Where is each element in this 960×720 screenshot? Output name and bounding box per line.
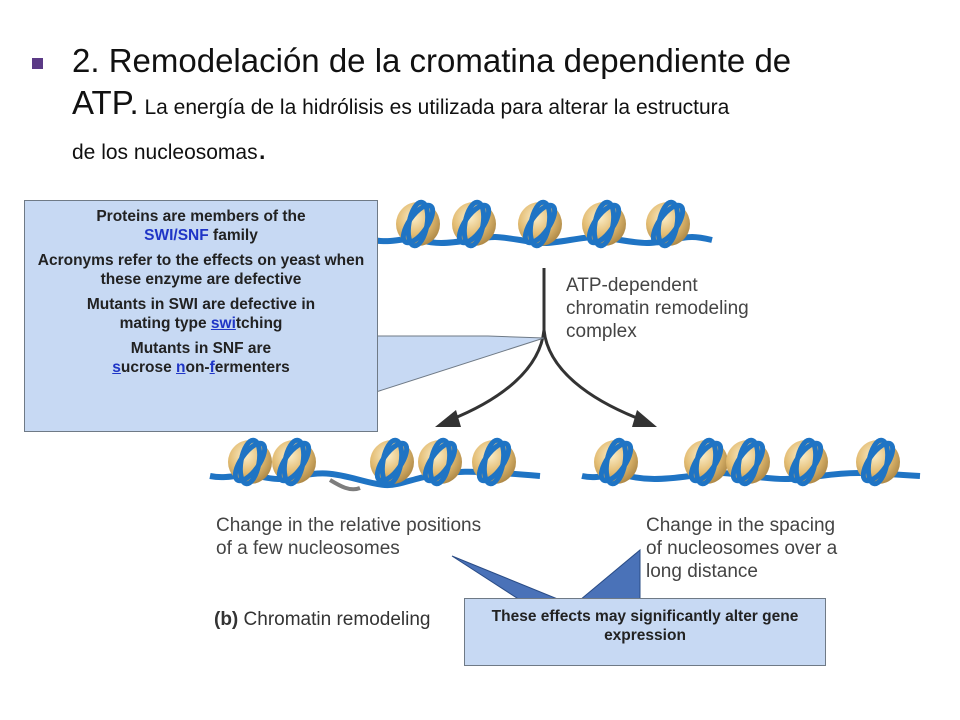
nucleosome <box>594 437 638 487</box>
text-fragment: mating type <box>119 315 211 332</box>
left-arrow-head <box>435 410 461 427</box>
heading-part1: 2. Remodelación de la cromatina dependie… <box>72 42 792 79</box>
right-caption: Change in the spacing of nucleosomes ove… <box>646 515 838 582</box>
dna-strand <box>328 478 361 492</box>
snf-f: f <box>209 359 215 376</box>
left-caption: Change in the relative positions of a fe… <box>216 515 482 559</box>
left-callout-pointer <box>375 335 545 393</box>
remodeling-arrows <box>449 268 643 422</box>
snf-n: n <box>176 359 186 376</box>
callout-line: Acronyms refer to the effects on yeast w… <box>37 252 365 288</box>
panel-title: Chromatin remodeling <box>243 609 431 630</box>
nucleosome <box>856 437 900 487</box>
text-fragment: tching <box>235 315 283 332</box>
heading-part2: ATP. <box>72 84 139 121</box>
text-fragment: ucrose <box>120 359 177 376</box>
panel-caption: (b) Chromatin remodeling <box>214 608 430 631</box>
swi-highlight: swi <box>210 315 236 332</box>
right-arrow-head <box>632 410 657 427</box>
callout-text: These effects may significantly alter ge… <box>491 608 799 644</box>
nucleosome <box>784 437 828 487</box>
callout-line: SWI/SNF family <box>25 226 377 245</box>
nucleosome <box>646 199 690 249</box>
nucleosome <box>272 437 316 487</box>
callout-line: Mutants in SWI are defective in <box>86 296 316 313</box>
left-arrow <box>449 329 546 422</box>
snf-s: s <box>112 359 121 376</box>
text-fragment: ermenters <box>214 359 290 376</box>
nucleosome <box>228 437 272 487</box>
nucleosome <box>370 437 414 487</box>
callout-line: Mutants in SNF are <box>130 340 272 357</box>
text-fragment: on- <box>185 359 210 376</box>
nucleosome <box>684 437 728 487</box>
complex-label: ATP-dependent chromatin remodeling compl… <box>566 275 749 342</box>
top-chromatin-fiber <box>371 199 713 249</box>
family-suffix: family <box>208 227 258 244</box>
nucleosome <box>472 437 516 487</box>
heading-part4: de los nucleosomas <box>72 141 258 164</box>
panel-letter: (b) <box>214 609 239 630</box>
bottom-callout: These effects may significantly alter ge… <box>464 598 826 666</box>
callout-line: Proteins are members of the <box>96 208 306 225</box>
family-name: SWI/SNF <box>144 227 209 244</box>
nucleosome <box>418 437 462 487</box>
callout-line: sucrose non-fermenters <box>25 358 377 377</box>
slide-heading: 2. Remodelación de la cromatina dependie… <box>72 40 932 174</box>
heading-part3: La energía de la hidrólisis es utilizada… <box>138 96 730 119</box>
nucleosome <box>726 437 770 487</box>
bottom-left-fiber <box>209 437 541 492</box>
bottom-right-fiber <box>581 437 921 487</box>
heading-period: . <box>257 129 267 166</box>
right-arrow <box>542 329 643 422</box>
left-callout: Proteins are members of the SWI/SNF fami… <box>24 200 378 432</box>
nucleosome <box>518 199 562 249</box>
callout-line: mating type switching <box>25 314 377 333</box>
nucleosome <box>582 199 626 249</box>
bullet-square-icon <box>32 58 43 69</box>
